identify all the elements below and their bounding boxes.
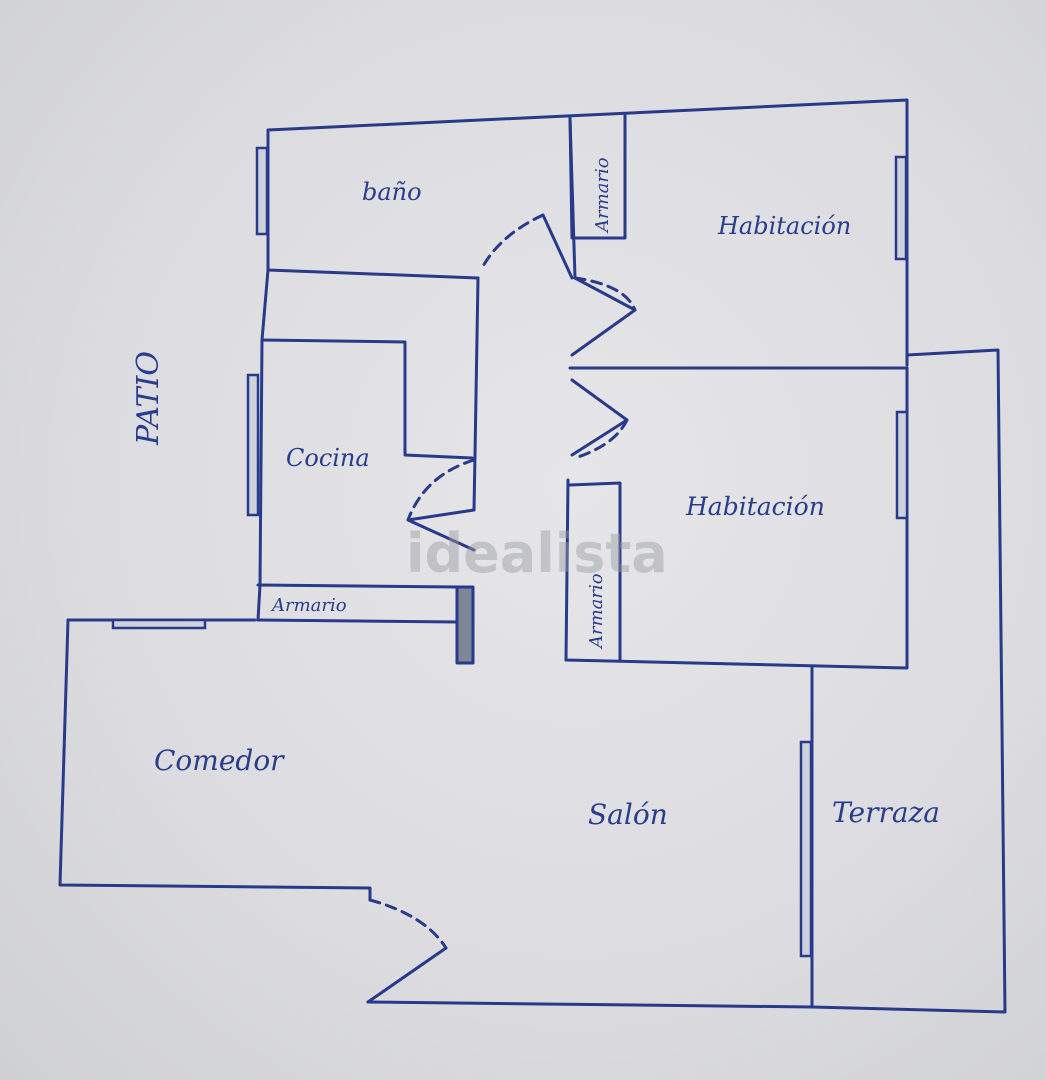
window-habitacion-1 [894,155,908,261]
door-cocina [406,458,476,522]
windows [111,146,909,958]
window-cocina [246,373,260,517]
doors [366,213,637,1004]
door-bano [541,213,574,280]
window-terraza [799,740,813,958]
window-habitacion-2 [895,410,909,520]
armario-mid-label: Armario [586,573,607,650]
window-comedor [111,618,207,630]
window-bano [255,146,269,236]
armario-kitchen-label: Armario [270,595,347,616]
habitacion-1-label: Habitación [717,212,851,240]
terraza-label: Terraza [832,796,940,829]
habitacion-2-label: Habitación [685,492,825,521]
door-habitacion-1 [573,276,637,312]
bano-label: baño [362,178,422,206]
door-habitacion-2 [573,418,629,460]
armario-top-label: Armario [592,157,613,234]
door-entrance [368,898,448,950]
comedor-label: Comedor [154,744,285,777]
cocina-label: Cocina [286,444,370,472]
salon-label: Salón [588,798,668,831]
watermark: idealista [406,522,668,585]
patio-label: PATIO [131,351,166,446]
